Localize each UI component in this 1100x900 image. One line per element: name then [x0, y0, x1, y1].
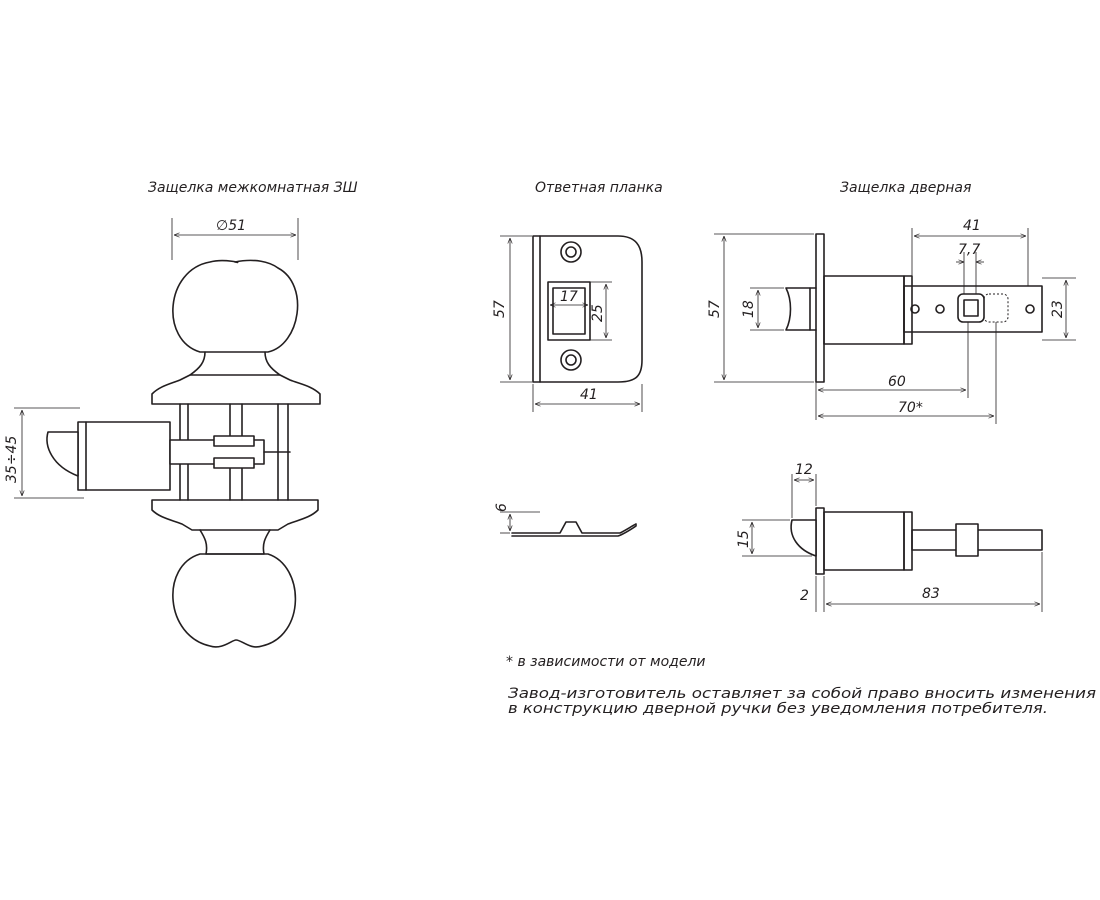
- dim-latch-bolt-height: 18: [741, 300, 757, 318]
- dim-side-face-thickness: 2: [800, 588, 809, 604]
- note-disclaimer-line1: Завод-изготовитель оставляет за собой пр…: [508, 686, 1096, 702]
- dim-latch-face-height: 57: [707, 300, 723, 318]
- note-model: * в зависимости от модели: [506, 654, 706, 670]
- dim-backset-range: 35÷45: [4, 436, 20, 483]
- title-door-latch: Защелка дверная: [840, 180, 971, 196]
- dim-plate-thickness: 6: [494, 503, 510, 512]
- door-latch-side: 12 15 2 83: [736, 462, 1043, 612]
- upper-knob: [172, 259, 299, 353]
- dim-side-total-length: 83: [922, 586, 940, 602]
- title-latch-interior: Защелка межкомнатная ЗШ: [148, 180, 358, 196]
- note-disclaimer-line2: в конструкцию дверной ручки без уведомле…: [508, 701, 1048, 717]
- title-strike-plate: Ответная планка: [535, 180, 663, 196]
- dim-latch-hole-width: 7,7: [958, 242, 980, 258]
- dim-plate-height: 57: [492, 300, 508, 318]
- dim-plate-cut-height: 25: [590, 304, 606, 322]
- dim-side-bolt-height: 15: [736, 530, 752, 548]
- strike-plate-front: 17 25 57 41: [492, 235, 643, 412]
- dim-latch-backset-60: 60: [888, 374, 906, 390]
- dim-latch-tail-height: 23: [1050, 300, 1066, 318]
- dim-plate-cut-width: 17: [560, 289, 578, 305]
- dim-latch-backset-70: 70*: [898, 400, 923, 416]
- strike-plate-side: 6: [494, 503, 637, 537]
- knob-latch-assembly: ∅51 35÷45: [4, 218, 321, 648]
- dim-knob-diameter: ∅51: [216, 218, 246, 234]
- dim-latch-tail-length: 41: [963, 218, 981, 234]
- dim-plate-width: 41: [580, 387, 598, 403]
- dim-side-bolt-length: 12: [795, 462, 813, 478]
- lower-knob: [172, 553, 297, 648]
- door-latch-front: 57 18 41 7,7 23 60 70*: [707, 218, 1076, 424]
